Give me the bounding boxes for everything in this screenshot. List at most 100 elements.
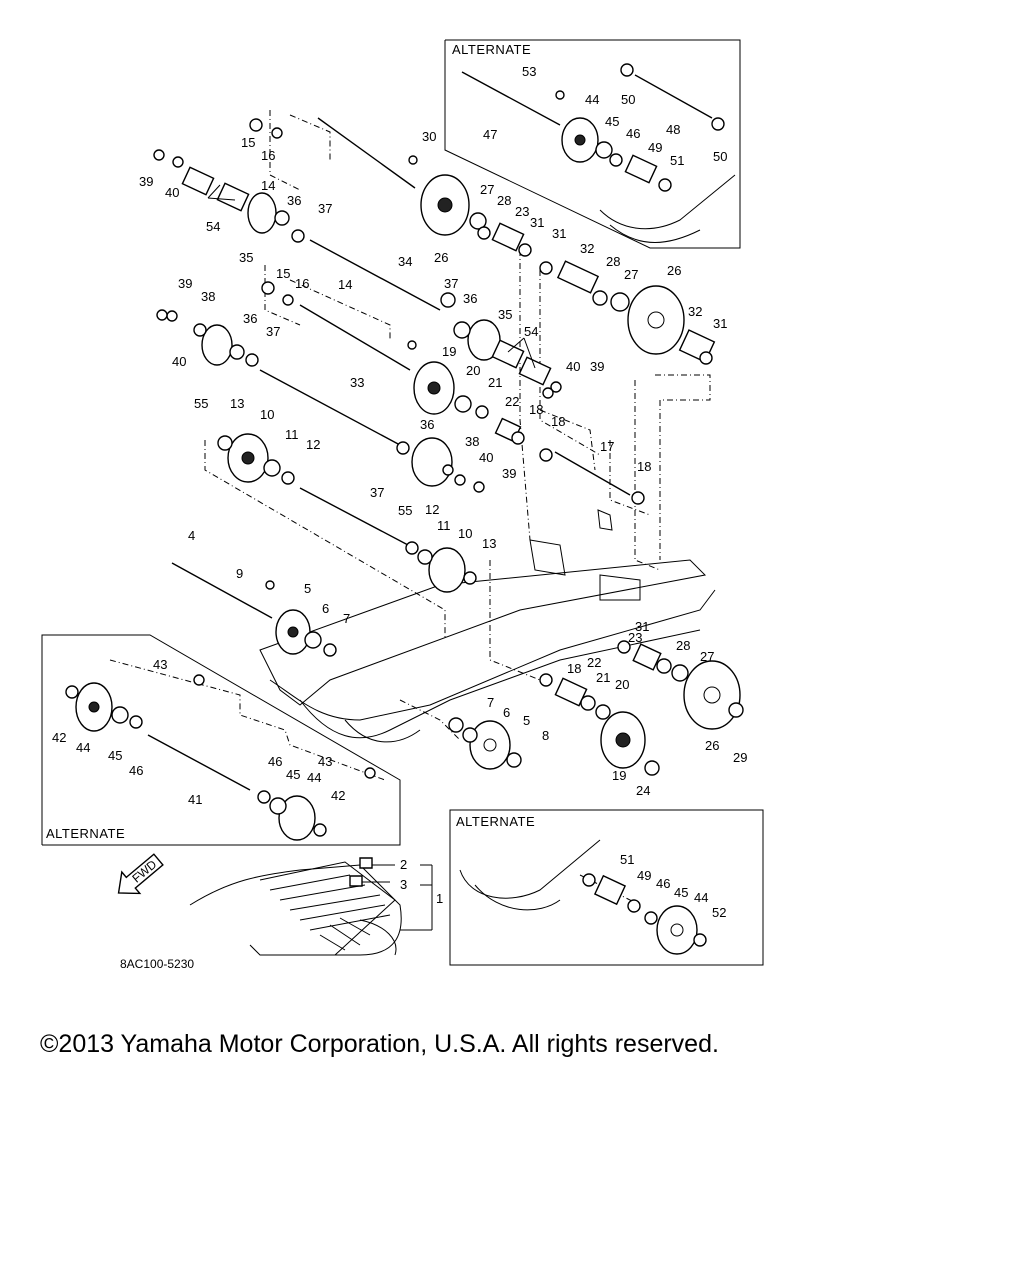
exploded-parts-diagram: ALTERNATE ALTERNATE ALTERNATE — [41, 39, 764, 971]
callout: 50 — [621, 92, 635, 107]
callout: 43 — [153, 657, 167, 672]
callout: 13 — [482, 536, 496, 551]
callout: 28 — [606, 254, 620, 269]
callout: 31 — [713, 316, 727, 331]
callout: 22 — [587, 655, 601, 670]
callout: 6 — [322, 601, 329, 616]
callout: 32 — [688, 304, 702, 319]
callout: 23 — [628, 630, 642, 645]
callout: 27 — [480, 182, 494, 197]
callout: 28 — [676, 638, 690, 653]
callout: 46 — [268, 754, 282, 769]
callout: 39 — [590, 359, 604, 374]
callout: 55 — [194, 396, 208, 411]
callout: 2 — [400, 857, 407, 872]
callout: 51 — [620, 852, 634, 867]
copyright-notice: ©2013 Yamaha Motor Corporation, U.S.A. A… — [40, 1030, 719, 1058]
callout: 39 — [178, 276, 192, 291]
callout: 8 — [542, 728, 549, 743]
callout: 31 — [635, 619, 649, 634]
callout: 26 — [705, 738, 719, 753]
callout: 44 — [694, 890, 708, 905]
callout: 44 — [307, 770, 321, 785]
callout: 40 — [479, 450, 493, 465]
callout: 44 — [76, 740, 90, 755]
callout: 18 — [551, 414, 565, 429]
callout: 35 — [498, 307, 512, 322]
callout: 53 — [522, 64, 536, 79]
shaft-parts — [147, 71, 713, 791]
callout: 35 — [239, 250, 253, 265]
callout: 14 — [338, 277, 352, 292]
callout: 36 — [287, 193, 301, 208]
callout: 13 — [230, 396, 244, 411]
callout: 18 — [637, 459, 651, 474]
callout: 16 — [295, 276, 309, 291]
part-callouts: 2 3 1 4 5 5 6 6 7 7 8 9 10 10 11 11 12 1… — [52, 64, 747, 920]
callout: 36 — [420, 417, 434, 432]
callout: 31 — [530, 215, 544, 230]
callout: 29 — [733, 750, 747, 765]
spacer-parts — [65, 63, 744, 947]
callout: 26 — [667, 263, 681, 278]
callout: 43 — [318, 754, 332, 769]
callout: 10 — [458, 526, 472, 541]
callout: 27 — [700, 649, 714, 664]
callout-leader-lines — [207, 184, 536, 931]
callout: 20 — [615, 677, 629, 692]
callout: 15 — [241, 135, 255, 150]
callout: 50 — [713, 149, 727, 164]
callout: 49 — [637, 868, 651, 883]
callout: 11 — [437, 518, 451, 533]
callout: 4 — [188, 528, 195, 543]
callout: 19 — [442, 344, 456, 359]
callout: 27 — [624, 267, 638, 282]
alternate-frame-bottom-right: ALTERNATE — [449, 809, 764, 966]
callout: 1 — [436, 891, 443, 906]
callout: 37 — [444, 276, 458, 291]
callout: 21 — [488, 375, 502, 390]
callout: 37 — [370, 485, 384, 500]
callout: 33 — [350, 375, 364, 390]
callout: 26 — [434, 250, 448, 265]
callout: 49 — [648, 140, 662, 155]
callout: 46 — [656, 876, 670, 891]
callout: 18 — [529, 402, 543, 417]
drawing-code: 8AC100-5230 — [120, 957, 194, 971]
callout: 36 — [243, 311, 257, 326]
callout: 40 — [165, 185, 179, 200]
callout: 39 — [139, 174, 153, 189]
callout: 42 — [52, 730, 66, 745]
alternate-frame-lower-left: ALTERNATE — [41, 634, 401, 846]
callout: 28 — [497, 193, 511, 208]
callout: 48 — [666, 122, 680, 137]
callout: 54 — [206, 219, 220, 234]
callout: 5 — [304, 581, 311, 596]
callout: 41 — [188, 792, 202, 807]
callout: 32 — [580, 241, 594, 256]
callout: 20 — [466, 363, 480, 378]
callout: 5 — [523, 713, 530, 728]
callout: 52 — [712, 905, 726, 920]
callout: 16 — [261, 148, 275, 163]
callout: 37 — [318, 201, 332, 216]
forward-direction-arrow: FWD — [117, 853, 164, 895]
callout: 3 — [400, 877, 407, 892]
callout: 46 — [626, 126, 640, 141]
callout: 36 — [463, 291, 477, 306]
callout: 51 — [670, 153, 684, 168]
frame-label: ALTERNATE — [456, 814, 535, 829]
callout: 6 — [503, 705, 510, 720]
callout: 23 — [515, 204, 529, 219]
callout: 38 — [465, 434, 479, 449]
callout: 45 — [674, 885, 688, 900]
callout: 19 — [612, 768, 626, 783]
alternate-frame-top-right: ALTERNATE — [444, 39, 741, 249]
callout: 38 — [201, 289, 215, 304]
track-assembly — [189, 857, 402, 956]
callout: 39 — [502, 466, 516, 481]
callout: 7 — [487, 695, 494, 710]
callout: 44 — [585, 92, 599, 107]
callout: 42 — [331, 788, 345, 803]
callout: 55 — [398, 503, 412, 518]
